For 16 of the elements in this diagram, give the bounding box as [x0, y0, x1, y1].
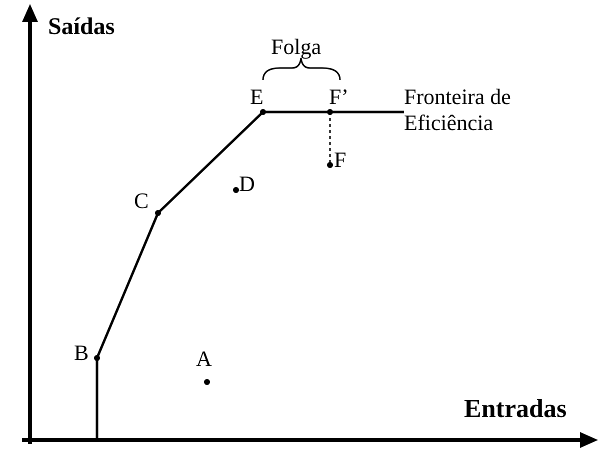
frontier-line [330, 110, 404, 114]
frontier-line [157, 111, 264, 214]
frontier-line [96, 212, 160, 358]
bracket-label: Folga [271, 34, 322, 60]
axis-title: Saídas [48, 14, 115, 41]
point-label: F [334, 147, 346, 173]
axis-title: Entradas [464, 394, 567, 424]
point-label: A [196, 346, 212, 372]
point-label: E [250, 84, 264, 110]
line-label: Fronteira de Eficiência [404, 84, 554, 136]
point-label: B [74, 340, 89, 366]
frontier-line [96, 358, 98, 440]
point-label: F’ [329, 84, 349, 110]
frontier-line [263, 110, 330, 114]
point-label: D [239, 171, 255, 197]
point-label: C [134, 188, 149, 214]
